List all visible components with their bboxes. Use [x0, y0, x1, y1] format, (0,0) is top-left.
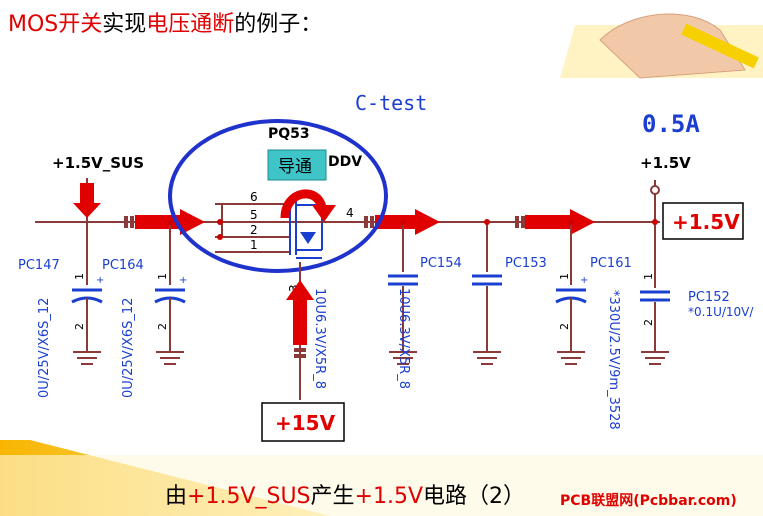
cap-pc147-pin1: 1: [73, 273, 86, 280]
cap-pc153-value: 10U6.3V/X5R_8: [396, 288, 411, 389]
mosfet-diode: [300, 232, 316, 244]
mosfet-curved-arrowhead: [312, 205, 336, 222]
cap-pc152-pin1: 1: [642, 273, 655, 280]
gate-voltage-box: [261, 402, 345, 442]
junction-pc152: [652, 219, 658, 225]
cap-pc164-ref: PC164: [102, 258, 144, 273]
svg-text:+: +: [179, 275, 187, 286]
flow-arrow-3: [525, 209, 595, 235]
svg-text:+: +: [96, 275, 104, 286]
bead-3: [515, 216, 525, 228]
cap-pc164-value: 0U/25V/X6S_12: [121, 298, 136, 398]
mosfet-partial-name: DDV: [328, 154, 362, 170]
junction-pc161: [568, 219, 574, 225]
title-part-4: 的例子：: [234, 12, 323, 37]
current-label: 0.5A: [642, 110, 700, 138]
cap-pc161-pin1: 1: [558, 273, 571, 280]
cap-pc164-pin1: 1: [156, 273, 169, 280]
mosfet-ref: PQ53: [268, 126, 310, 142]
slide-caption: 由+1.5V_SUS产生+1.5V电路（2）: [165, 478, 525, 510]
watermark: PCB联盟网(Pcbbar.com): [560, 493, 737, 509]
cap-pc147-value: 0U/25V/X6S_12: [37, 298, 52, 398]
test-label: C-test: [355, 91, 427, 115]
cap-pc161-value: *330U/2.5V/9m_3528: [606, 290, 621, 430]
title-part-2: 实现: [102, 12, 147, 37]
cap-pc152-value: *0.1U/10V/: [688, 305, 754, 319]
cap-pc152: [640, 222, 670, 365]
bottom-decor-bar: [0, 455, 763, 516]
gate-arrow-up: [286, 280, 314, 345]
title-part-3: 电压通断: [146, 12, 235, 37]
cap-pc153: [472, 222, 502, 365]
cap-pc147: +: [71, 222, 104, 365]
title-part-1: MOS开关: [8, 12, 103, 37]
pen-decor: [681, 23, 759, 69]
bead-1: [124, 216, 134, 228]
junction-pc154: [400, 219, 406, 225]
junction-src-1: [217, 219, 223, 225]
caption-part-3: 产生: [310, 484, 355, 509]
cap-pc161: +: [555, 222, 588, 365]
conduct-badge: [267, 149, 327, 181]
svg-text:+: +: [580, 275, 588, 286]
junction-src-2: [217, 234, 223, 240]
cap-pc154-value: 10U6.3V/X5R_8: [312, 288, 327, 389]
output-net-label: +1.5V: [640, 154, 691, 172]
caption-part-2: +1.5V_SUS: [187, 484, 311, 509]
caption-part-1: 由: [165, 484, 188, 509]
pin-6-label: 6: [250, 190, 258, 204]
output-pin-circle: [650, 185, 660, 195]
caption-part-4: +1.5V: [354, 484, 424, 509]
cap-pc152-ref: PC152: [688, 290, 730, 305]
caption-part-5: 电路（2）: [423, 484, 526, 509]
cap-pc153-ref: PC153: [505, 256, 547, 271]
flow-arrow-2: [375, 209, 440, 235]
pin-1-label: 1: [250, 238, 258, 252]
output-tag-label: +1.5V: [672, 210, 740, 234]
input-net-label: +1.5V_SUS: [52, 154, 144, 172]
source-pins: [215, 203, 290, 253]
cap-pc164: +: [154, 222, 187, 365]
pin-5-label: 5: [250, 208, 258, 222]
cap-pc152-pin2: 2: [642, 319, 655, 326]
cap-pc154-ref: PC154: [420, 256, 462, 271]
output-tag-box: [662, 202, 744, 240]
hand-pen-decor: [599, 13, 746, 79]
pin-3-label: 3: [287, 284, 301, 292]
cap-pc161-ref: PC161: [590, 256, 632, 271]
pin-4-label: 4: [346, 206, 354, 220]
input-arrow-down: [73, 183, 101, 218]
cap-pc161-pin2: 2: [558, 323, 571, 330]
cap-pc164-pin2: 2: [156, 323, 169, 330]
gate-bead: [294, 348, 306, 358]
junction-pc153: [484, 219, 490, 225]
bead-2: [364, 216, 374, 228]
cap-pc147-pin2: 2: [73, 323, 86, 330]
junction-pc164: [167, 219, 173, 225]
gate-voltage-label: +15V: [275, 411, 336, 435]
slide-title: MOS开关实现电压通断的例子：: [8, 6, 322, 38]
conduct-label: 导通: [278, 157, 312, 177]
cap-pc147-ref: PC147: [18, 258, 60, 273]
mosfet-highlight-ellipse: [168, 119, 388, 273]
pin-2-label: 2: [250, 223, 258, 237]
cap-pc154: [388, 222, 418, 365]
mosfet-curved-arrow: [280, 189, 327, 219]
